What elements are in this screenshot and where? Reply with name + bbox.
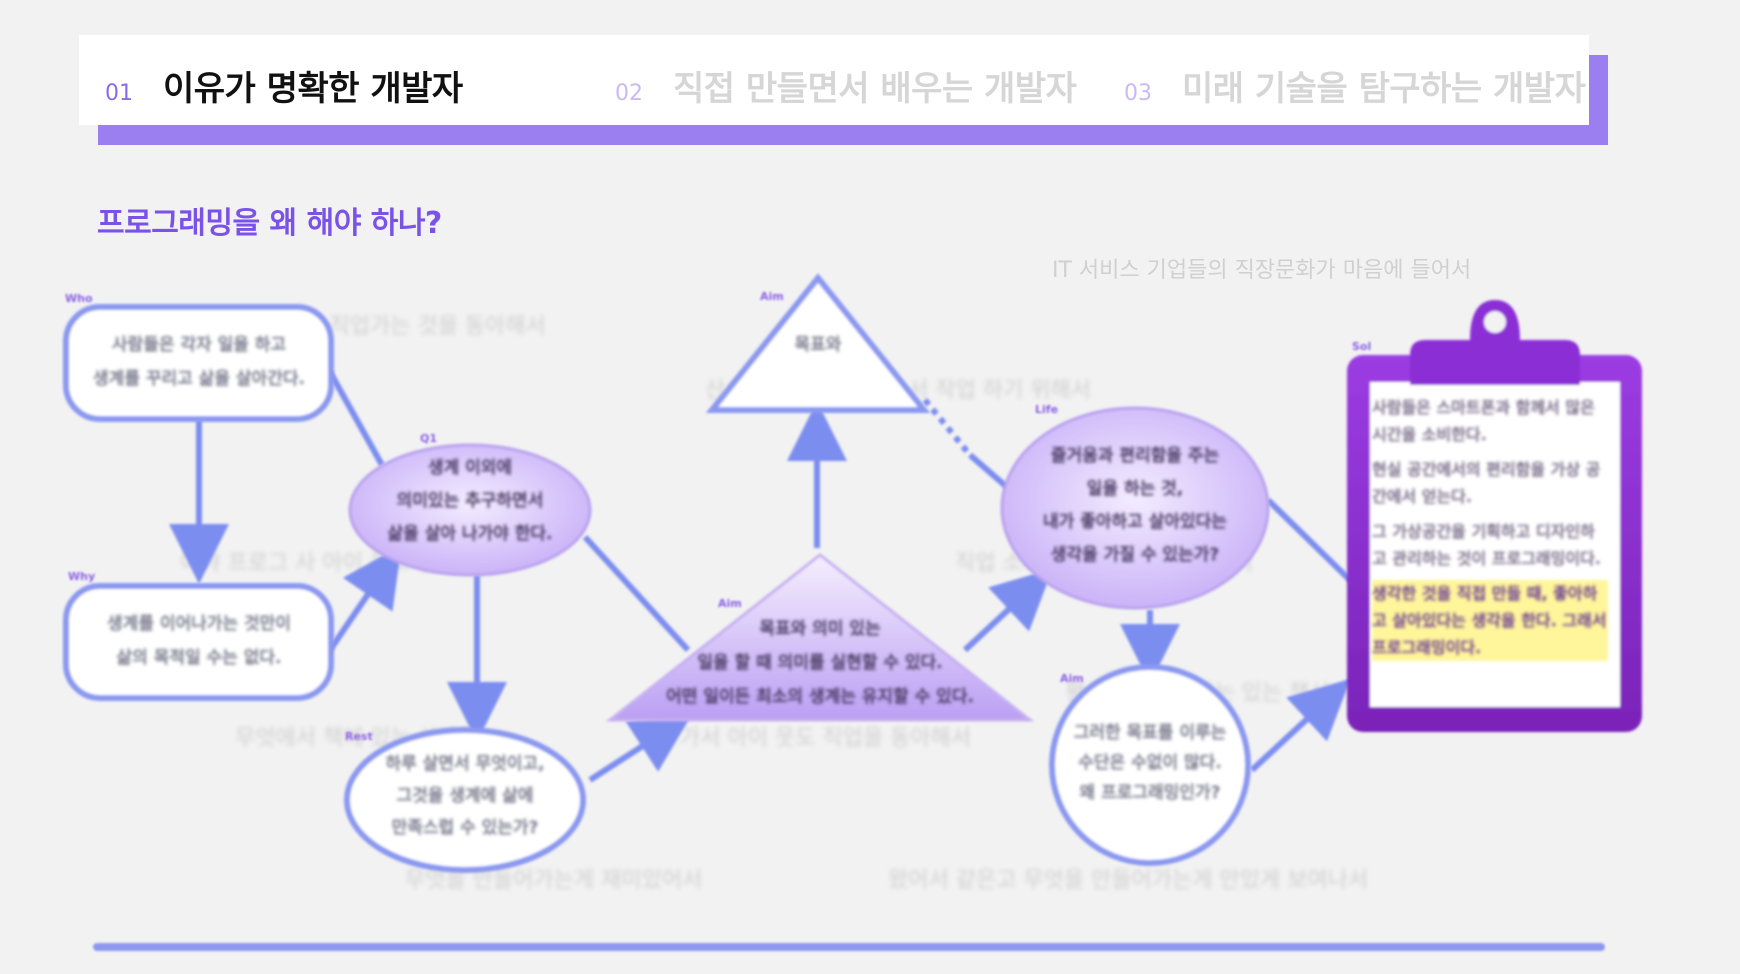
background-caption: 왔어서 같은고 무엇을 만들어가는게 만있게 보여나서: [888, 868, 1369, 893]
node-tag: Why: [68, 570, 96, 583]
tab-label: 미래 기술을 탐구하는 개발자: [1182, 69, 1586, 109]
connector: [968, 452, 1010, 491]
clipboard-hole: [1484, 311, 1506, 333]
node-aim-top-text: 목표와: [794, 335, 842, 355]
background-caption: 가서 아이 웃도 직업을 동아해서: [680, 726, 972, 751]
clipboard-paragraph: 그 가상공간을 기획하고 디자인하고 관리하는 것이 프로그래밍이다.: [1372, 522, 1601, 568]
clipboard-clip: [1410, 300, 1580, 385]
connector: [922, 398, 973, 457]
node-tag: Aim: [1060, 672, 1084, 685]
node-tag: Q1: [420, 432, 438, 445]
caption-top-right: IT 서비스 기업들의 직장문화가 마음에 들어서: [1052, 258, 1472, 283]
node-tag: Rest: [345, 730, 373, 743]
node-tag: Life: [1035, 403, 1059, 416]
tab-label: 이유가 명확한 개발자: [163, 69, 463, 109]
section-title: 프로그래밍을 왜 해야 하나?: [97, 206, 442, 241]
clipboard-paragraph: 사람들은 스마트폰과 함께서 많은 시간을 소비한다.: [1372, 398, 1595, 444]
node-rest: [344, 727, 586, 873]
node-q1: [348, 443, 592, 577]
tab-number: 01: [105, 81, 133, 106]
tab-02[interactable]: 02 직접 만들면서 배우는 개발자: [615, 61, 1077, 110]
tab-03[interactable]: 03 미래 기술을 탐구하는 개발자: [1124, 61, 1586, 110]
tab-label: 직접 만들면서 배우는 개발자: [673, 69, 1077, 109]
clipboard-text: 사람들은 스마트폰과 함께서 많은 시간을 소비한다. 현실 공간에서의 편리함…: [1372, 394, 1608, 669]
tab-01[interactable]: 01 이유가 명확한 개발자: [105, 61, 463, 110]
connector: [962, 568, 1053, 653]
node-why: [63, 583, 334, 701]
connector: [1249, 678, 1351, 773]
connector: [327, 370, 385, 467]
node-aim-triangle-top: [705, 273, 931, 413]
node-life: [1000, 406, 1270, 610]
connector: [588, 713, 693, 783]
bottom-divider: [93, 943, 1605, 951]
node-aim-triangle: [605, 553, 1035, 722]
clipboard-highlight: 생각한 것을 직접 만들 때, 좋아하고 살아있다는 생각을 한다. 그래서 프…: [1372, 580, 1608, 661]
clipboard-paragraph: 현실 공간에서의 편리함을 가상 공간에서 얻는다.: [1372, 460, 1601, 506]
connector: [1265, 497, 1358, 588]
node-tag: Aim: [718, 597, 742, 610]
connector: [582, 534, 691, 653]
node-who: [63, 304, 334, 422]
node-aim-circle: [1049, 664, 1251, 866]
node-tag: Aim: [760, 290, 784, 303]
tab-number: 03: [1124, 81, 1152, 106]
tab-number: 02: [615, 81, 643, 106]
tab-bar: 01 이유가 명확한 개발자 02 직접 만들면서 배우는 개발자 03 미래 …: [79, 35, 1589, 125]
connector: [327, 545, 402, 652]
node-tag: Sol: [1352, 340, 1372, 353]
node-tag: Who: [65, 292, 93, 305]
